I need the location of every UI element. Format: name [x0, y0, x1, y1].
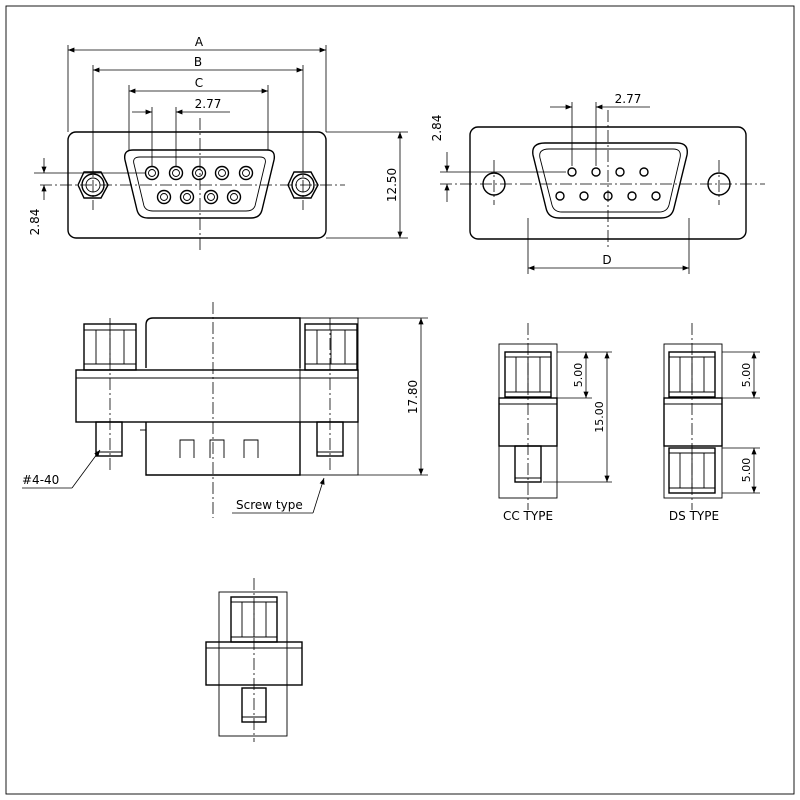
dim-label-a: A [195, 35, 204, 49]
ds-type-dimensions [722, 351, 760, 494]
ds-upper-label: 5.00 [740, 363, 753, 388]
screw-thread-label: #4-40 [22, 473, 59, 487]
cc-type-dimensions [543, 351, 612, 483]
height-label-side: 17.80 [406, 380, 420, 414]
pitch-label-right: 2.77 [615, 92, 642, 106]
ds-type-title: DS TYPE [669, 509, 719, 523]
front-view-female [40, 118, 345, 250]
male-view-dimensions [440, 102, 690, 274]
offset-label-left: 2.84 [28, 209, 42, 236]
pitch-label-left: 2.77 [195, 97, 222, 111]
ds-type-screw [663, 323, 723, 510]
screw-type-label: Screw type [236, 498, 303, 512]
cc-type-screw [498, 323, 558, 510]
ds-lower-label: 5.00 [740, 458, 753, 483]
screw-detail-view [205, 578, 303, 742]
height-label-front: 12.50 [385, 168, 399, 202]
cc-upper-label: 5.00 [572, 363, 585, 388]
front-view-dimensions [34, 45, 408, 239]
cc-type-title: CC TYPE [503, 509, 553, 523]
side-view [75, 302, 359, 518]
drawing-frame [5, 5, 795, 795]
cc-total-label: 15.00 [593, 401, 606, 433]
side-view-dimensions [22, 317, 428, 514]
offset-label-right: 2.84 [430, 115, 444, 142]
dim-label-b: B [194, 55, 202, 69]
dim-label-d: D [602, 253, 611, 267]
dim-label-c: C [195, 76, 203, 90]
front-view-male [440, 110, 765, 250]
